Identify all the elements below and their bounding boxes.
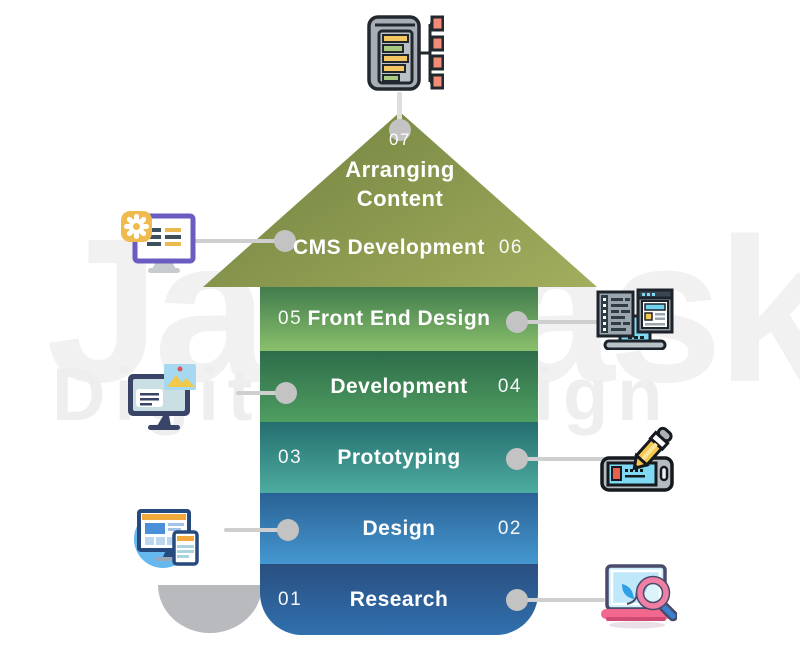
step-row-design: Design 02 xyxy=(260,493,538,564)
step-number: 03 xyxy=(278,446,303,468)
code-browser-laptop-icon xyxy=(595,288,675,350)
connector-dot-development xyxy=(275,382,297,404)
step-band-research xyxy=(260,564,538,635)
step-label: CMS Development xyxy=(292,236,485,259)
connector-line-frontend xyxy=(517,320,612,324)
connector-line-cms xyxy=(190,239,286,243)
step-number: 06 xyxy=(498,237,523,258)
monitor-content-icon xyxy=(126,362,200,438)
monitor-gear-icon xyxy=(120,210,198,284)
step-number: 07 xyxy=(389,130,411,149)
step-label: Front End Design xyxy=(307,307,491,330)
connector-line-research xyxy=(517,598,605,602)
connector-line-arranging-content xyxy=(397,92,402,128)
laptop-search-icon xyxy=(597,563,677,631)
step-band-development xyxy=(260,351,538,422)
step-band-design xyxy=(260,493,538,564)
step-row-prototyping: 03 Prototyping xyxy=(260,422,538,493)
phone-pencil-icon xyxy=(598,422,682,494)
connector-line-prototyping xyxy=(517,457,612,461)
step-number: 05 xyxy=(278,308,303,329)
connector-line-development xyxy=(236,391,288,395)
step-label: Prototyping xyxy=(337,445,461,469)
connector-dot-cms xyxy=(274,230,296,252)
connector-dot-prototyping xyxy=(506,448,528,470)
connector-line-design xyxy=(224,528,290,532)
connector-dot-research xyxy=(506,589,528,611)
step-row-frontend: 05 Front End Design xyxy=(260,287,538,351)
step-label: Arranging Content xyxy=(345,157,455,211)
step-label: Design xyxy=(362,516,436,540)
step-label: Development xyxy=(330,374,468,398)
step-row-research: 01 Research xyxy=(260,564,538,635)
step-number: 04 xyxy=(497,375,522,397)
step-number: 01 xyxy=(278,588,303,610)
step-band-frontend xyxy=(260,287,538,351)
step-band-prototyping xyxy=(260,422,538,493)
sitemap-content-icon xyxy=(366,12,444,98)
connector-dot-design xyxy=(277,519,299,541)
responsive-design-icon xyxy=(132,504,200,572)
step-row-cms-development: CMS Development 06 xyxy=(248,228,568,268)
step-row-arranging-content: 07 Arranging Content xyxy=(300,130,500,213)
connector-dot-frontend xyxy=(506,311,528,333)
step-row-development: Development 04 xyxy=(260,351,538,422)
connector-dot-arranging-content xyxy=(389,119,411,141)
ribbon-tail xyxy=(158,585,262,633)
step-label: Research xyxy=(349,587,449,611)
step-number: 02 xyxy=(497,517,522,539)
